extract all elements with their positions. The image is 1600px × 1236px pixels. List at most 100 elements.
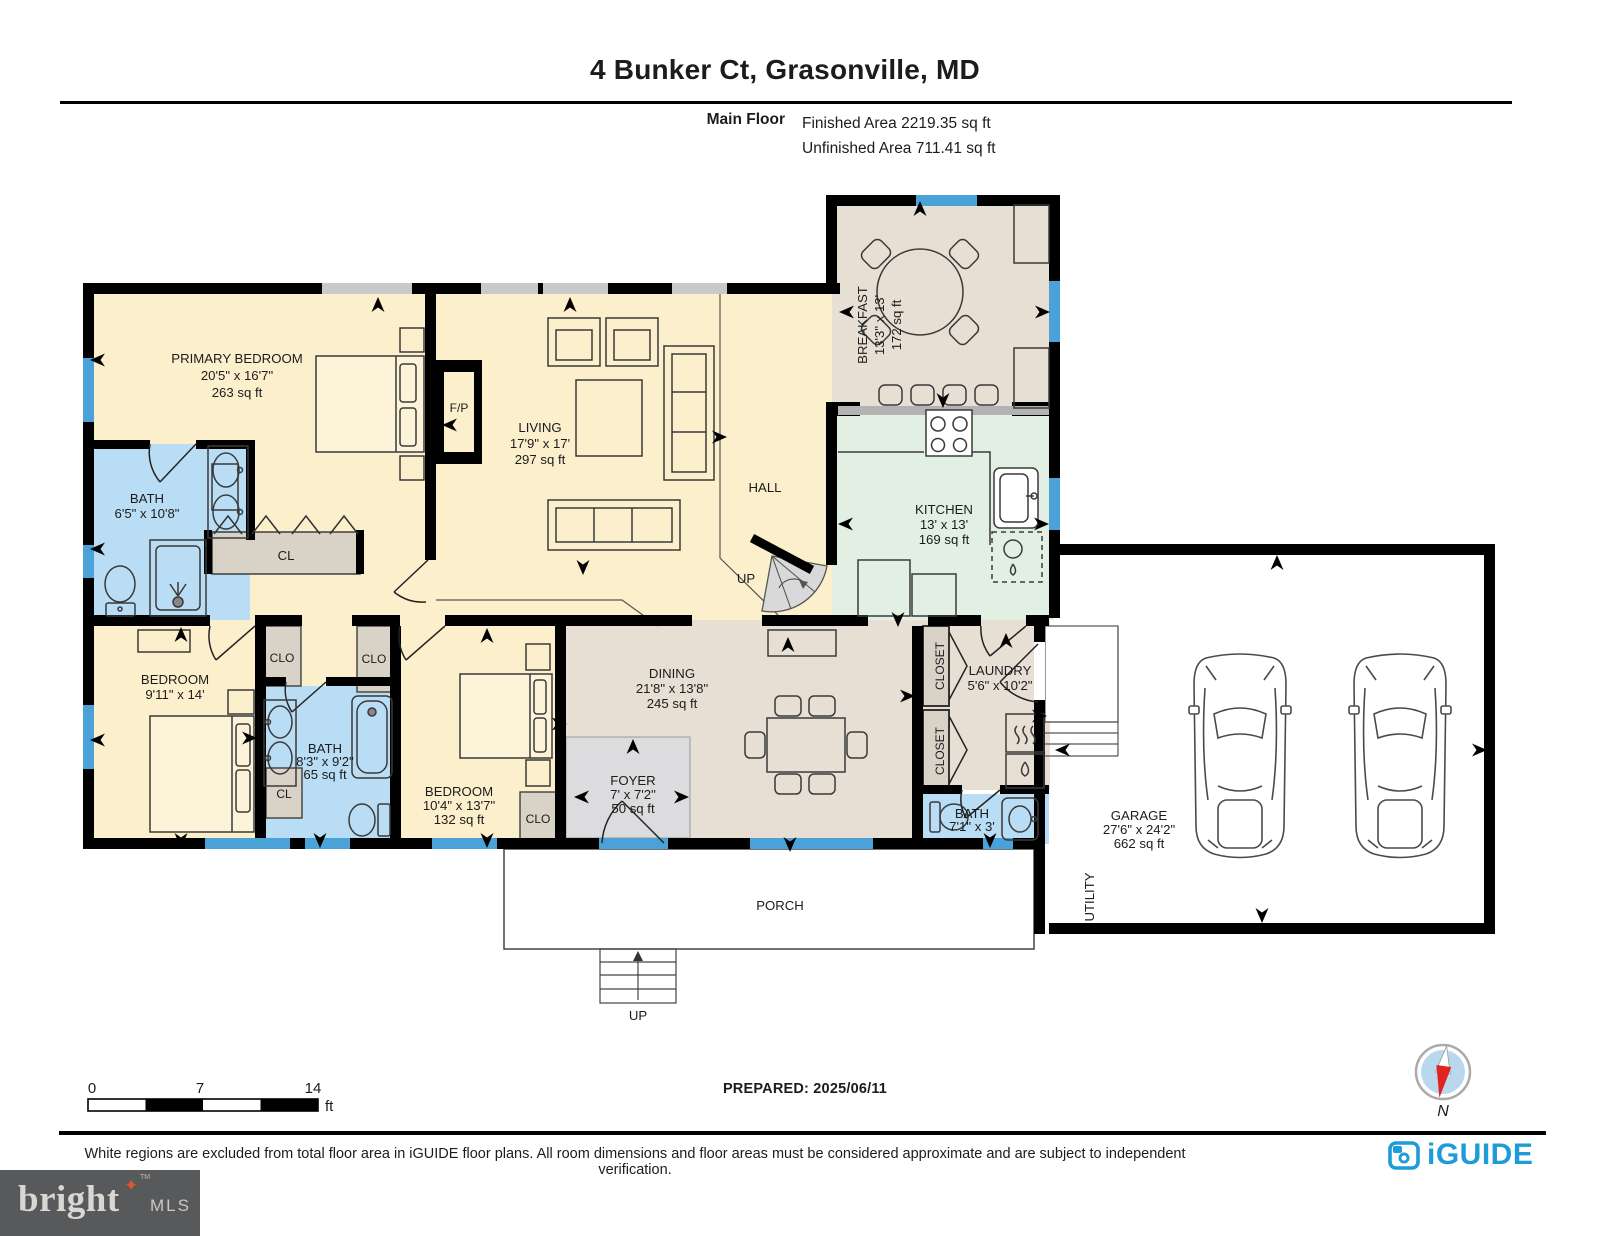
scale-bar: 0 7 14 ft	[87, 1080, 334, 1115]
room-name: KITCHEN	[915, 502, 973, 517]
svg-text:CLOSET: CLOSET	[933, 726, 947, 775]
counter-line	[838, 451, 991, 545]
room-dims: 10'4" x 13'7"	[423, 798, 496, 813]
stairs-up-label: UP	[737, 571, 756, 586]
table-icon	[876, 248, 964, 336]
room-area: 65 sq ft	[303, 767, 347, 782]
footer-divider	[59, 1131, 1546, 1135]
closet-rod-icon	[213, 514, 359, 535]
room-name: LIVING	[518, 420, 561, 435]
dryer-icon	[1005, 713, 1045, 753]
spiral-stairs-icon	[749, 534, 828, 613]
iguide-wordmark: iGUIDE	[1427, 1138, 1534, 1171]
room-area: 169 sq ft	[919, 532, 970, 547]
fireplace-icon	[436, 360, 482, 464]
iguide-logo: iGUIDE	[1388, 1138, 1533, 1172]
stool-icon	[974, 384, 999, 406]
room-name: BATH	[955, 806, 989, 821]
room-name: DINING	[649, 666, 695, 681]
room-area: 297 sq ft	[515, 452, 566, 467]
chair-icon	[846, 731, 868, 759]
toilet-icon	[929, 801, 969, 833]
dishwasher-icon	[991, 531, 1043, 583]
closet-label: CLO	[362, 652, 387, 666]
header-divider	[60, 101, 1512, 104]
furniture	[104, 204, 1050, 841]
room-name: BEDROOM	[141, 672, 209, 687]
steps-arrow-icon	[633, 951, 643, 961]
closet-label: CLO	[526, 812, 551, 826]
room-bath-middle: BATH 8'3" x 9'2" 65 sq ft	[296, 741, 354, 782]
room-porch: PORCH	[756, 898, 804, 913]
prepared-date: PREPARED: 2025/06/11	[722, 1081, 888, 1097]
bright-mls-logo: bright ✦ TM MLS	[0, 1170, 200, 1236]
room-dims: 21'8" x 13'8"	[636, 681, 709, 696]
closet-label: CLOSET	[933, 641, 947, 690]
room-dims: 7'1" x 3'	[949, 819, 995, 834]
stool-icon	[910, 384, 935, 406]
room-name: LAUNDRY	[969, 663, 1032, 678]
room-name: BATH	[308, 741, 342, 756]
stool-icon	[942, 384, 967, 406]
chair-icon	[948, 238, 980, 270]
scale-unit: ft	[325, 1098, 334, 1115]
armchair-icon	[547, 317, 601, 367]
sink-icon	[1001, 797, 1039, 841]
room-area: 263 sq ft	[212, 385, 263, 400]
room-foyer: FOYER 7' x 7'2" 50 sq ft	[610, 773, 656, 816]
room-name: FOYER	[610, 773, 655, 788]
room-name: BREAKFAST	[855, 286, 870, 364]
toilet-icon	[348, 803, 391, 837]
chair-icon	[808, 695, 836, 717]
toilet-icon	[104, 565, 136, 617]
chair-icon	[744, 731, 766, 759]
chair-icon	[948, 314, 980, 346]
closet-label: CL	[276, 787, 292, 801]
room-name: GARAGE	[1111, 808, 1168, 823]
fireplace-label: F/P	[450, 401, 469, 415]
bed-icon	[315, 355, 425, 453]
room-dims: 9'11" x 14'	[145, 687, 204, 702]
svg-text:CLOSET: CLOSET	[933, 641, 947, 690]
room-hall: HALL	[749, 480, 782, 495]
buffet-icon	[767, 629, 837, 657]
bathtub-icon	[351, 695, 393, 779]
room-dims: 13'3" x 13'	[872, 295, 887, 355]
nightstand-icon	[399, 327, 425, 353]
room-dims: 20'5" x 16'7"	[201, 368, 274, 383]
steps-up-label: UP	[629, 1008, 648, 1023]
cabinet-icon	[1013, 204, 1050, 264]
scale-mid: 7	[196, 1080, 204, 1097]
dishwasher-drop	[1009, 563, 1017, 576]
room-fills	[88, 200, 1054, 845]
sofa-icon	[663, 345, 715, 481]
room-dims: 13' x 13'	[920, 517, 968, 532]
chair-icon	[860, 314, 892, 346]
sofa-icon	[547, 499, 681, 551]
finished-area: Finished Area 2219.35 sq ft	[802, 115, 991, 132]
area-summary: Finished Area 2219.35 sq ft Unfinished A…	[802, 111, 996, 161]
stove-icon	[925, 409, 973, 457]
nightstand-icon	[227, 689, 255, 715]
room-name: PRIMARY BEDROOM	[171, 351, 302, 366]
floor-boundaries	[436, 294, 1495, 1004]
room-primary-bath: BATH 6'5" x 10'8"	[115, 491, 180, 521]
fridge-icon	[857, 559, 911, 617]
room-bedroom-left: BEDROOM 9'11" x 14'	[141, 672, 209, 702]
cabinet-icon	[1013, 347, 1050, 409]
car-icon	[1348, 653, 1452, 859]
compass-icon: N	[1414, 1043, 1472, 1120]
room-garage: GARAGE 27'6" x 24'2" 662 sq ft	[1103, 808, 1176, 851]
car-icon	[1188, 653, 1292, 859]
dresser-icon	[211, 463, 239, 511]
chair-icon	[774, 695, 802, 717]
room-dims: 6'5" x 10'8"	[115, 506, 180, 521]
stool-icon	[878, 384, 903, 406]
room-living: LIVING 17'9" x 17' 297 sq ft	[510, 420, 570, 467]
room-dims: 17'9" x 17'	[510, 436, 570, 451]
room-name: UTILITY	[1082, 872, 1097, 921]
sliding-doors	[322, 283, 727, 294]
closet-label: CLO	[270, 651, 295, 665]
vanity-icon	[263, 699, 297, 787]
